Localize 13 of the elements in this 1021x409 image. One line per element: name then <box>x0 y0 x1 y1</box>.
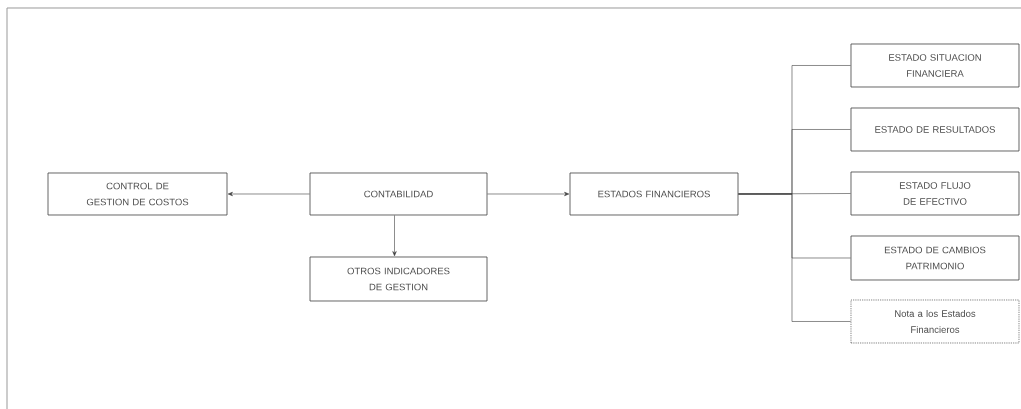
process-box: CONTROL DE GESTION DE COSTOS <box>47 172 228 216</box>
arrow <box>487 191 570 197</box>
process-box: OTROS INDICADORES DE GESTION <box>309 256 488 302</box>
process-box: ESTADO DE RESULTADOS <box>850 107 1020 152</box>
arrow <box>392 215 397 257</box>
process-box: ESTADOS FINANCIEROS <box>569 172 739 216</box>
connector-line <box>738 193 851 322</box>
process-box: ESTADO SITUACION FINANCIERA <box>850 43 1020 88</box>
process-box: CONTABILIDAD <box>309 172 488 216</box>
note-box: Nota a los Estados Financieros <box>850 299 1020 344</box>
arrow <box>227 191 310 197</box>
process-box: ESTADO DE CAMBIOS PATRIMONIO <box>850 235 1020 281</box>
process-box: ESTADO FLUJO DE EFECTIVO <box>850 171 1020 216</box>
